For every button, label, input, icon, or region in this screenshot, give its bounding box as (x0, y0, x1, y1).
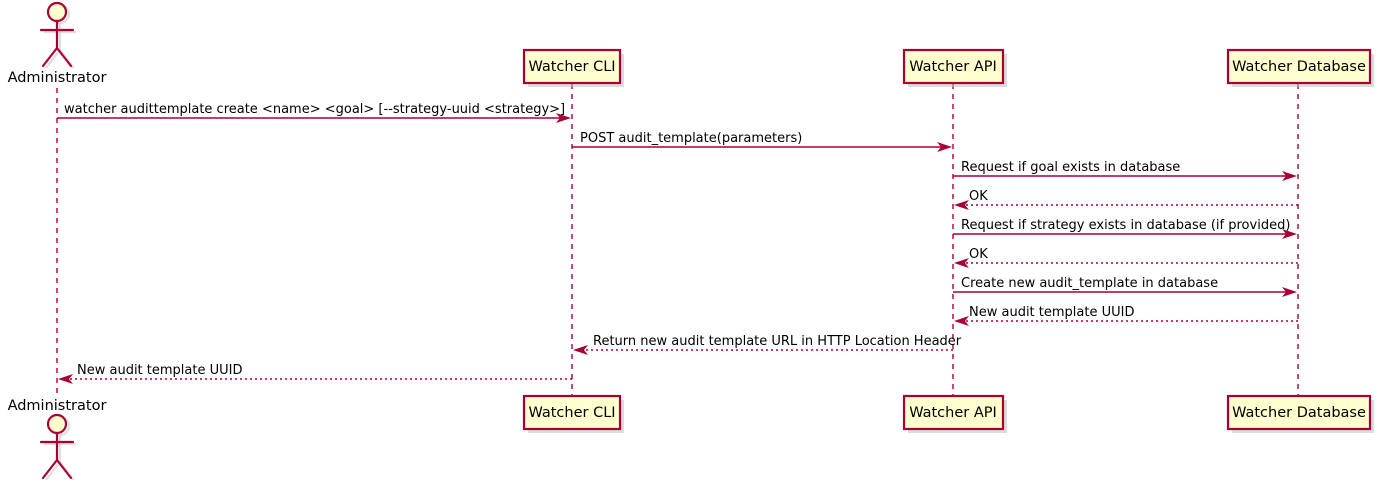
message-label: Request if strategy exists in database (… (961, 218, 1290, 233)
message-7[interactable]: New audit template UUID (954, 305, 1298, 326)
message-8[interactable]: Return new audit template URL in HTTP Lo… (573, 334, 962, 355)
message-4[interactable]: Request if strategy exists in database (… (953, 218, 1297, 239)
message-0[interactable]: watcher audittemplate create <name> <goa… (57, 102, 571, 123)
actor-administrator-bottom[interactable]: Administrator (8, 398, 107, 481)
participant-label-watcher-database-top: Watcher Database (1232, 59, 1366, 75)
arrowhead-left-icon (573, 345, 588, 355)
message-label: Return new audit template URL in HTTP Lo… (593, 334, 962, 349)
participant-label-watcher-api-top: Watcher API (909, 59, 997, 75)
message-label: Request if goal exists in database (961, 160, 1180, 175)
lifelines-layer (56, 84, 1299, 396)
message-label: OK (969, 189, 988, 204)
actor-label-administrator-top: Administrator (8, 70, 107, 86)
actor-leg-right-icon (55, 46, 73, 68)
message-6[interactable]: Create new audit_template in database (953, 276, 1297, 297)
arrowhead-right-icon (1282, 287, 1297, 297)
actor-shadow-top (44, 3, 76, 69)
actor-label-administrator-bottom: Administrator (8, 398, 107, 414)
arrowhead-left-icon (954, 316, 969, 326)
message-label: OK (969, 247, 988, 262)
message-2[interactable]: Request if goal exists in database (953, 160, 1297, 181)
arrowhead-left-icon (954, 200, 969, 210)
actor-head-icon (46, 1, 68, 23)
participant-box[interactable] (522, 394, 622, 431)
participant-watcher-cli-top[interactable]: Watcher CLI (522, 48, 624, 87)
participant-watcher-api-top[interactable]: Watcher API (902, 48, 1007, 87)
message-9[interactable]: New audit template UUID (58, 363, 572, 384)
message-label: Create new audit_template in database (961, 276, 1218, 291)
participant-watcher-database-top[interactable]: Watcher Database (1226, 48, 1374, 87)
arrowhead-left-icon (58, 374, 73, 384)
message-label: New audit template UUID (77, 363, 242, 378)
participant-label-watcher-cli-bottom: Watcher CLI (528, 405, 615, 421)
arrowhead-right-icon (556, 113, 571, 123)
actor-head-icon (46, 413, 68, 435)
participant-box[interactable] (1226, 48, 1372, 85)
participant-watcher-cli-bottom[interactable]: Watcher CLI (522, 394, 624, 433)
participant-label-watcher-cli-top: Watcher CLI (528, 59, 615, 75)
participant-label-watcher-api-bottom: Watcher API (909, 405, 997, 421)
arrowhead-right-icon (1282, 171, 1297, 181)
message-label: POST audit_template(parameters) (580, 131, 802, 146)
arrowhead-left-icon (954, 258, 969, 268)
participant-label-watcher-database-bottom: Watcher Database (1232, 405, 1366, 421)
participant-box[interactable] (522, 48, 622, 85)
actor-administrator-top[interactable]: Administrator (8, 1, 107, 86)
participant-watcher-database-bottom[interactable]: Watcher Database (1226, 394, 1374, 433)
arrowhead-right-icon (937, 142, 952, 152)
actor-leg-left-icon (41, 46, 59, 68)
message-5[interactable]: OK (954, 247, 1298, 268)
actor-leg-right-icon (55, 458, 73, 480)
message-1[interactable]: POST audit_template(parameters) (572, 131, 952, 152)
message-label: New audit template UUID (969, 305, 1134, 320)
participant-watcher-api-bottom[interactable]: Watcher API (902, 394, 1007, 433)
arrowhead-right-icon (1282, 229, 1297, 239)
actor-leg-left-icon (41, 458, 59, 480)
participant-box[interactable] (902, 394, 1005, 431)
participant-box[interactable] (902, 48, 1005, 85)
message-label: watcher audittemplate create <name> <goa… (64, 102, 565, 117)
message-3[interactable]: OK (954, 189, 1298, 210)
participant-box[interactable] (1226, 394, 1372, 431)
